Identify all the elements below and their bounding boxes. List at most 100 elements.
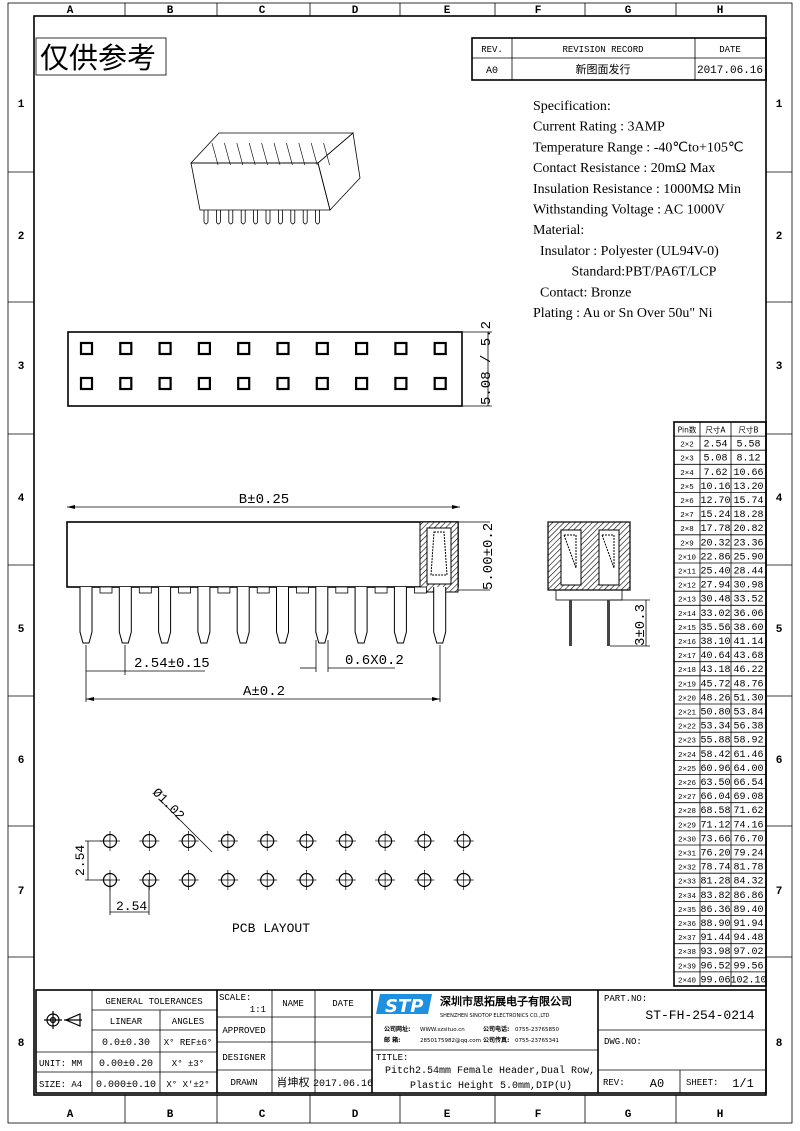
column-label-bottom: A	[67, 1109, 74, 1121]
pin	[276, 587, 289, 644]
spec-line: Standard:PBT/PA6T/LCP	[533, 265, 717, 280]
contact-hole	[158, 376, 172, 391]
table-cell: 2×23	[678, 738, 697, 746]
pin	[118, 587, 132, 644]
inner-frame	[33, 15, 767, 1096]
pin-icon	[253, 210, 258, 225]
dwg-no-label: DWG.NO:	[604, 1037, 642, 1047]
pin	[354, 587, 368, 644]
standoff	[296, 586, 309, 594]
spec-line: Contact Resistance : 20mΩ Max	[533, 161, 715, 176]
table-cell: 68.58	[700, 806, 730, 817]
hole-centerline	[453, 870, 474, 890]
contact-hole	[79, 376, 94, 391]
table-cell: 2×17	[678, 653, 696, 661]
table-cell: 2×3	[680, 456, 694, 464]
table-cell: 58.42	[700, 750, 730, 761]
standoff	[335, 586, 349, 594]
hole-centerline	[414, 831, 435, 851]
standoff	[374, 586, 388, 594]
row-label-right: 7	[776, 886, 783, 898]
table-cell: 78.74	[700, 863, 730, 874]
fax: 0755-23765341	[515, 1038, 559, 1044]
table-cell: 73.66	[700, 834, 730, 845]
drawn-label: DRAWN	[230, 1078, 257, 1088]
pin-icon	[302, 210, 308, 225]
contact-hole	[315, 376, 329, 391]
contact-slot	[236, 142, 244, 166]
table-cell: 2×27	[678, 794, 696, 802]
scale-label: SCALE:	[219, 993, 251, 1003]
contact-hole	[158, 341, 172, 356]
linear-tol-3: 0.000±0.10	[96, 1080, 156, 1091]
website[interactable]: WWW.szsituo.cn	[420, 1027, 465, 1033]
column-label-top: E	[444, 5, 451, 17]
pin-icon	[216, 210, 221, 225]
table-cell: 36.06	[733, 609, 763, 620]
table-cell: 56.38	[733, 722, 763, 733]
row-label-left: 7	[18, 886, 25, 898]
fax-label: 公司传真:	[483, 1036, 509, 1044]
table-cell: 8.12	[736, 454, 760, 465]
contact-hole	[433, 341, 447, 356]
angle-tol-1: X° REF±6°	[164, 1038, 213, 1048]
spec-line: Insulator : Polyester (UL94V-0)	[533, 244, 719, 259]
stamp-box	[35, 37, 167, 76]
table-cell: 2×10	[678, 554, 697, 562]
table-cell: 86.86	[733, 891, 763, 902]
hole-centerline	[414, 870, 435, 890]
table-cell: 83.82	[700, 891, 730, 902]
pin-icon	[315, 210, 320, 225]
table-cell: 15.24	[700, 510, 730, 521]
table-cell: 2×22	[678, 724, 696, 732]
column-label-top: D	[352, 5, 359, 17]
isometric-view	[190, 132, 361, 225]
title-line-2: Plastic Height 5.0mm,DIP(U)	[410, 1080, 572, 1092]
date-header: DATE	[719, 45, 741, 55]
standoff	[413, 586, 427, 594]
table-cell: 25.40	[700, 567, 730, 578]
pcb-layout-label: PCB LAYOUT	[232, 921, 310, 936]
contact-slot	[323, 142, 330, 166]
general-tolerances-label: GENERAL TOLERANCES	[105, 997, 202, 1007]
table-cell: 5.08	[703, 454, 727, 465]
table-cell: 88.90	[700, 919, 730, 930]
hole-centerline	[335, 831, 356, 851]
hole-centerline	[178, 870, 199, 890]
phone: 0755-23765850	[515, 1027, 559, 1033]
column-label-top: B	[167, 5, 174, 17]
row-label-left: 1	[18, 99, 25, 111]
table-cell: 2×13	[678, 597, 697, 605]
pin-span-dim: A±0.2	[243, 684, 285, 700]
table-cell: 2×33	[678, 879, 697, 887]
contact-hole	[197, 341, 211, 356]
end-view: 3±0.3	[547, 521, 650, 647]
angle-tol-3: X° X'±2°	[166, 1080, 209, 1090]
hole-centerline	[296, 831, 317, 851]
contact-slot	[224, 142, 231, 166]
table-cell: 74.16	[733, 820, 763, 831]
contact-hole	[315, 341, 329, 356]
table-cell: 2×29	[678, 822, 696, 830]
rev-value: A0	[650, 1077, 664, 1091]
side-view: B±0.25 5.00±0.2 2.54±0.15 0.6X0.2 A±0.2	[66, 492, 497, 702]
spec-line: Contact: Bronze	[533, 285, 631, 300]
rev-header: REV.	[481, 45, 503, 55]
standoff	[99, 586, 113, 594]
table-cell: 99.56	[733, 961, 763, 972]
pin-icon	[240, 210, 246, 225]
column-label-bottom: D	[352, 1109, 359, 1121]
pitch-dim: 2.54±0.15	[134, 656, 210, 672]
designer-label: DESIGNER	[222, 1053, 266, 1063]
table-cell: 35.56	[700, 623, 730, 634]
table-cell: 66.04	[700, 792, 730, 803]
revision-table: REV. REVISION RECORD DATE A0 新图面发行 2017.…	[471, 37, 767, 81]
email[interactable]: 2850175982@qq.com	[420, 1038, 481, 1044]
table-header-cell: Pin数	[678, 425, 697, 435]
table-cell: 38.60	[733, 623, 763, 634]
contact-slot	[286, 142, 293, 166]
contact-hole	[355, 376, 369, 391]
